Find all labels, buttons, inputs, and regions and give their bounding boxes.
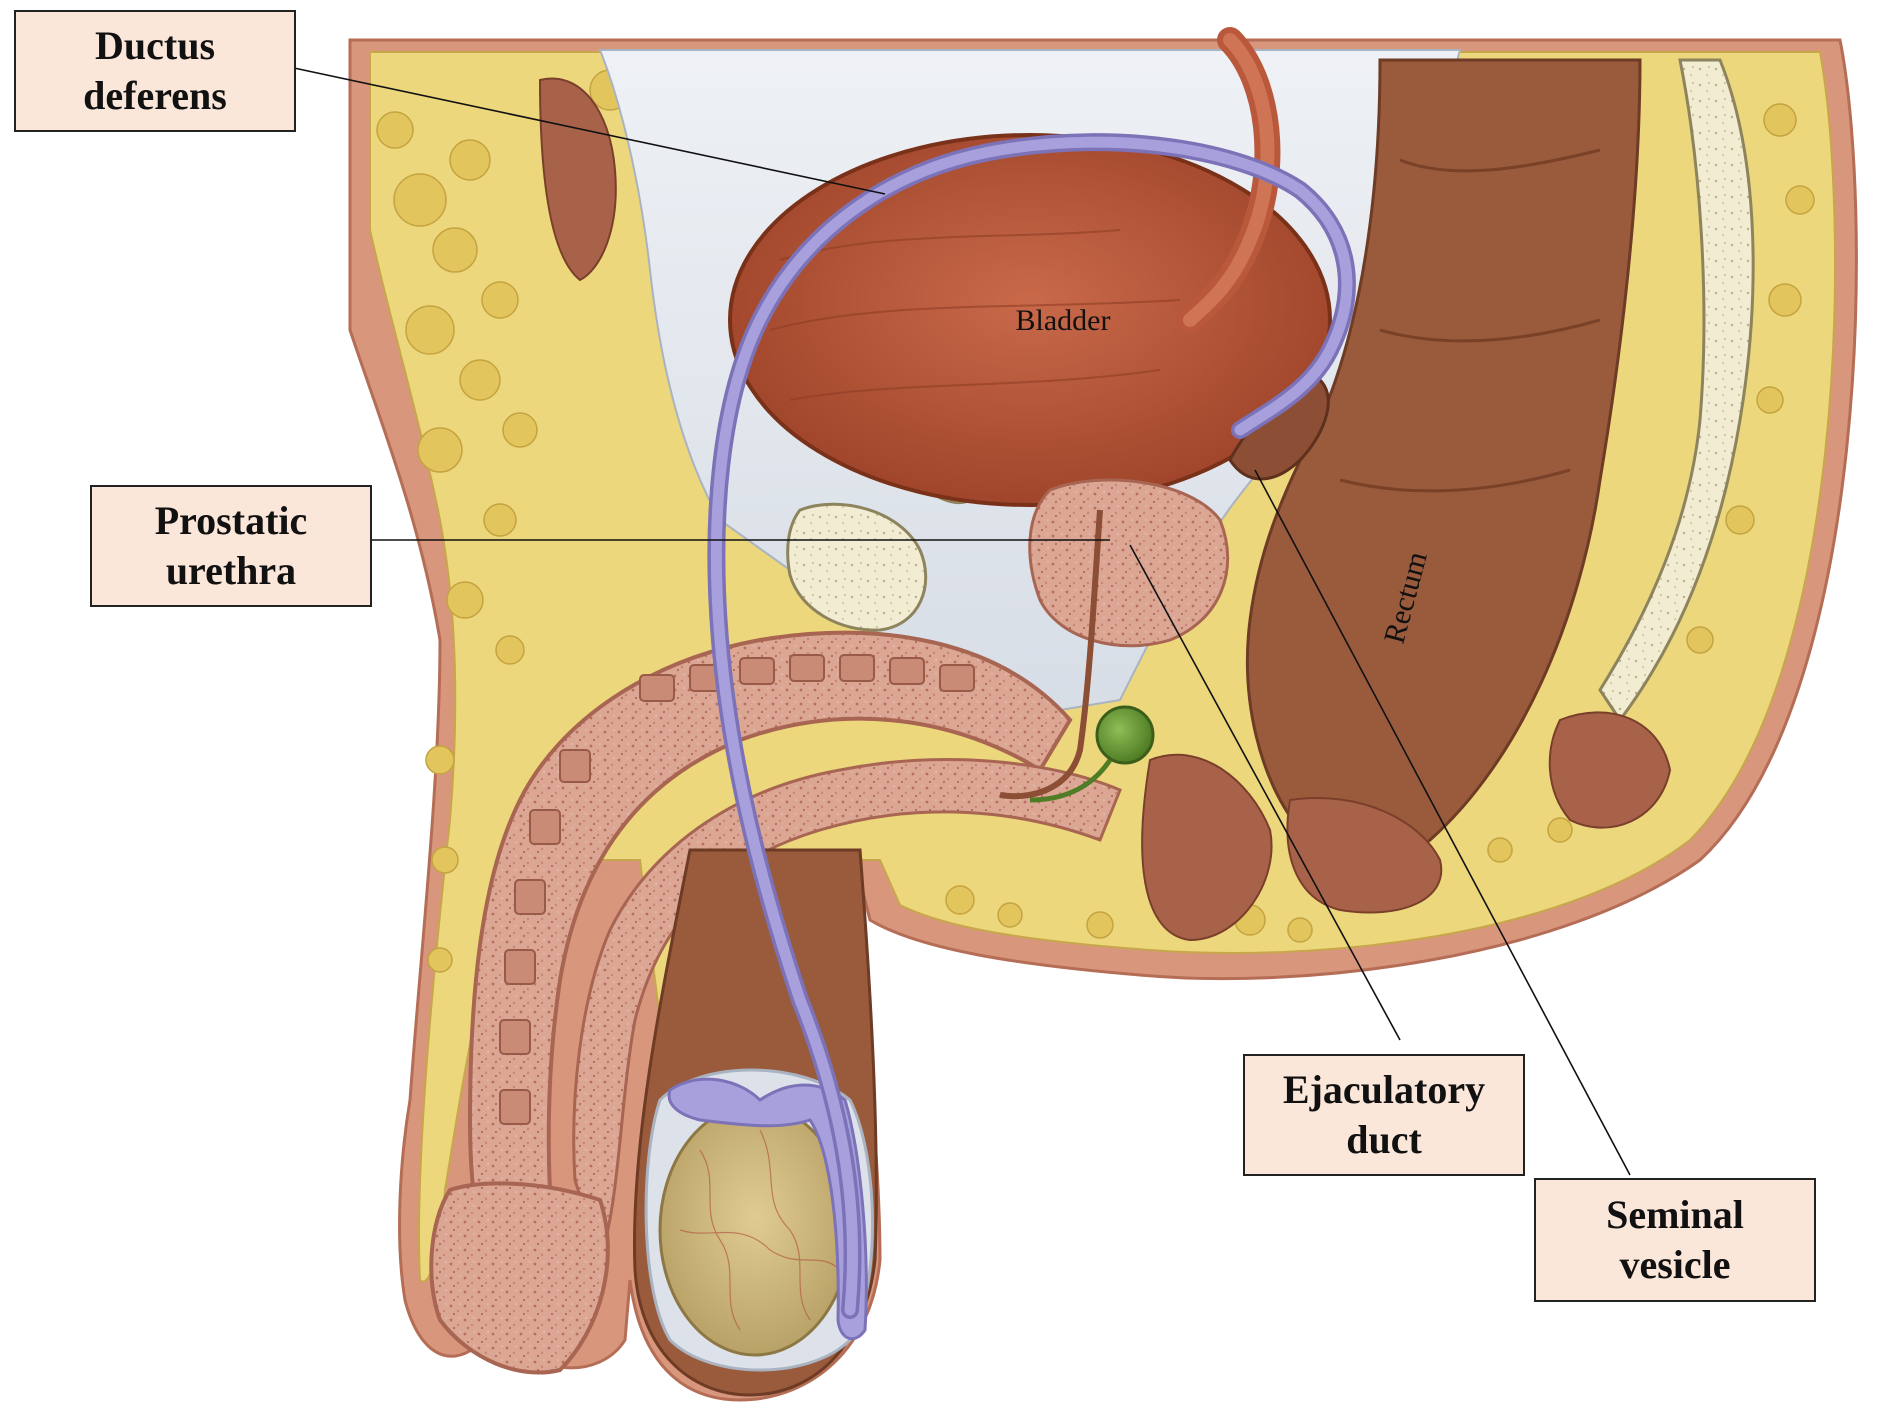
callout-ejaculatory-duct-line1: Ejaculatory bbox=[1283, 1065, 1485, 1115]
prostate bbox=[1030, 480, 1228, 646]
bladder-label: Bladder bbox=[1016, 304, 1111, 337]
callout-seminal-vesicle: Seminal vesicle bbox=[1534, 1178, 1816, 1302]
callout-seminal-vesicle-line1: Seminal bbox=[1606, 1190, 1744, 1240]
callout-ductus-deferens-line2: deferens bbox=[83, 71, 227, 121]
callout-prostatic-urethra-line2: urethra bbox=[166, 546, 296, 596]
callout-ductus-deferens: Ductus deferens bbox=[14, 10, 296, 132]
callout-prostatic-urethra-line1: Prostatic bbox=[155, 496, 308, 546]
callout-seminal-vesicle-line2: vesicle bbox=[1619, 1240, 1730, 1290]
callout-ejaculatory-duct: Ejaculatory duct bbox=[1243, 1054, 1525, 1176]
bulbourethral-gland bbox=[1097, 707, 1153, 763]
callout-prostatic-urethra: Prostatic urethra bbox=[90, 485, 372, 607]
callout-ductus-deferens-line1: Ductus bbox=[95, 21, 215, 71]
callout-ejaculatory-duct-line2: duct bbox=[1346, 1115, 1422, 1165]
